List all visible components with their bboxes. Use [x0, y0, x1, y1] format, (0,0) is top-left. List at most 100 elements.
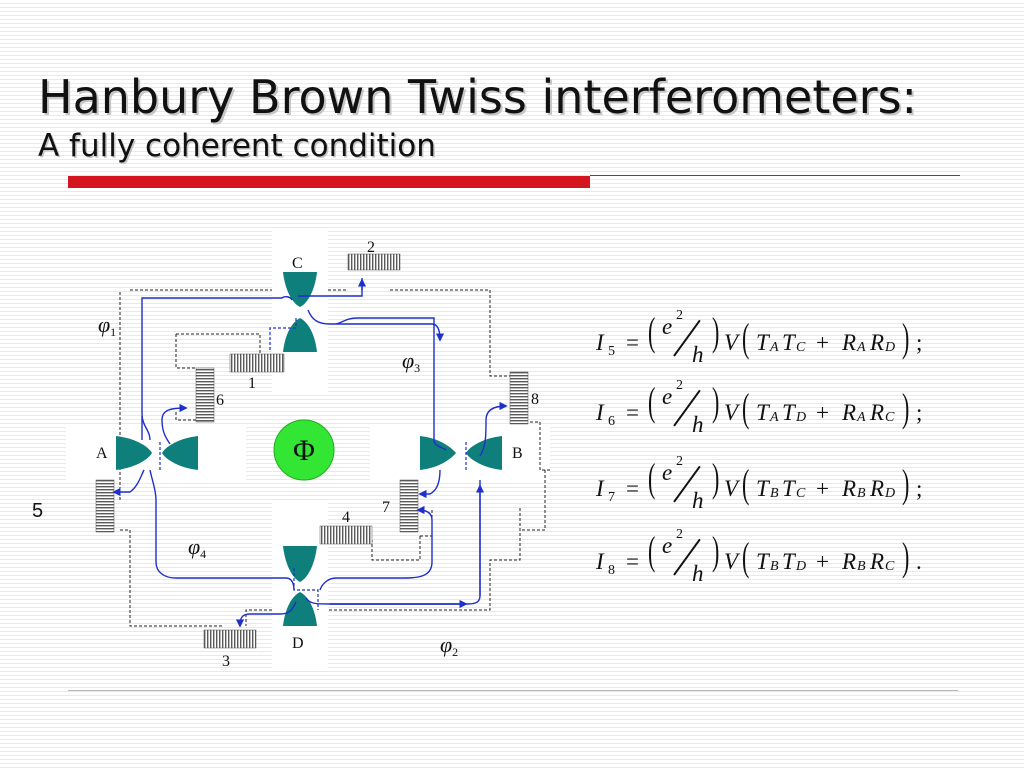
label-c: C [292, 255, 303, 272]
equation-term: h [692, 488, 704, 513]
equation-term: B [770, 486, 779, 501]
label-contact-3: 3 [222, 653, 230, 670]
equation-term: = [626, 476, 639, 501]
equation-term: R [870, 476, 885, 501]
gap-regions [66, 228, 550, 670]
equation-term: R [842, 330, 857, 355]
equation-term: 8 [608, 563, 615, 578]
label-contact-8: 8 [531, 391, 539, 408]
equation-term: h [692, 342, 704, 367]
equation-bracket: ) [902, 315, 910, 360]
equation-term: T [756, 549, 769, 574]
equation-term: C [796, 340, 806, 355]
equation-term: A [770, 410, 779, 425]
equation-bracket: ) [712, 309, 720, 354]
equation-term: D [885, 486, 896, 501]
equation-bracket: ( [648, 455, 656, 500]
equation-bracket: ( [742, 534, 750, 579]
equation-bracket: ) [902, 461, 910, 506]
equation-term: A [770, 340, 779, 355]
equation-term: C [885, 559, 895, 574]
equation-term: 7 [608, 490, 615, 505]
equation-term: e [662, 314, 673, 339]
equation-term: + [816, 400, 829, 425]
equation-term: I [596, 549, 604, 574]
equation-term: 2 [676, 527, 683, 542]
equation-term: B [857, 486, 866, 501]
equation-term: e [662, 533, 673, 558]
equation-term: V [724, 400, 739, 425]
equation-bracket: ( [742, 315, 750, 360]
equation-term: e [662, 460, 673, 485]
equation-term: I [596, 330, 604, 355]
contact-7 [399, 479, 419, 533]
phase-label-2: φ2 [440, 632, 458, 659]
equation-term: ; [916, 476, 923, 501]
equation-term: R [870, 400, 885, 425]
equation-bracket: ( [648, 379, 656, 424]
label-a: A [96, 445, 108, 462]
equation-term: = [626, 400, 639, 425]
label-contact-6: 6 [216, 392, 224, 409]
equation-term: I [596, 400, 604, 425]
equation-term: V [724, 330, 739, 355]
contact-2 [347, 253, 401, 271]
equation-term: R [870, 549, 885, 574]
equation-term: T [756, 400, 769, 425]
equation-term: D [796, 410, 807, 425]
footer-rule [68, 690, 958, 691]
equation-term: . [916, 549, 922, 574]
label-b: B [512, 445, 523, 462]
equation-term: R [870, 330, 885, 355]
phase-label-1: φ1 [98, 312, 116, 339]
label-contact-5: 5 [32, 500, 44, 522]
label-d: D [292, 635, 304, 652]
mesa-outline [119, 289, 550, 627]
equation-term: R [842, 476, 857, 501]
equation-term: = [626, 549, 639, 574]
equation-bracket: ) [712, 379, 720, 424]
equation-term: h [692, 412, 704, 437]
title-accent-bar [68, 176, 590, 188]
equation-term: e [662, 384, 673, 409]
equation-term: T [756, 476, 769, 501]
equation-term: B [770, 559, 779, 574]
equation-term: h [692, 561, 704, 586]
equation-term: + [816, 549, 829, 574]
equation-term: R [842, 549, 857, 574]
equation-term: T [782, 400, 795, 425]
title-accent-line [590, 175, 960, 176]
equation-term: R [842, 400, 857, 425]
equation-term: T [782, 476, 795, 501]
equation-term: 2 [676, 308, 683, 323]
contact-6 [195, 367, 215, 423]
equation-term: T [782, 549, 795, 574]
label-contact-1: 1 [248, 375, 256, 392]
equation-term: A [857, 410, 866, 425]
equation-term: D [796, 559, 807, 574]
ohmic-contacts [95, 253, 529, 649]
equation-term: 6 [608, 414, 615, 429]
equation-term: 5 [608, 344, 615, 359]
equation-bracket: ( [742, 385, 750, 430]
slide-title: Hanbury Brown Twiss interferometers: [38, 70, 918, 124]
equation-term: = [626, 330, 639, 355]
contact-5 [95, 479, 115, 533]
equation-bracket: ( [648, 309, 656, 354]
contact-3 [203, 629, 257, 649]
equation-term: 2 [676, 454, 683, 469]
qpc-gate-a [116, 436, 198, 470]
equation-term: + [816, 476, 829, 501]
equation-bracket: ) [902, 534, 910, 579]
equation-term: V [724, 476, 739, 501]
equation-term: + [816, 330, 829, 355]
equation-bracket: ) [712, 455, 720, 500]
equation-term: C [796, 486, 806, 501]
equation-term: 2 [676, 378, 683, 393]
contact-8 [509, 371, 529, 425]
